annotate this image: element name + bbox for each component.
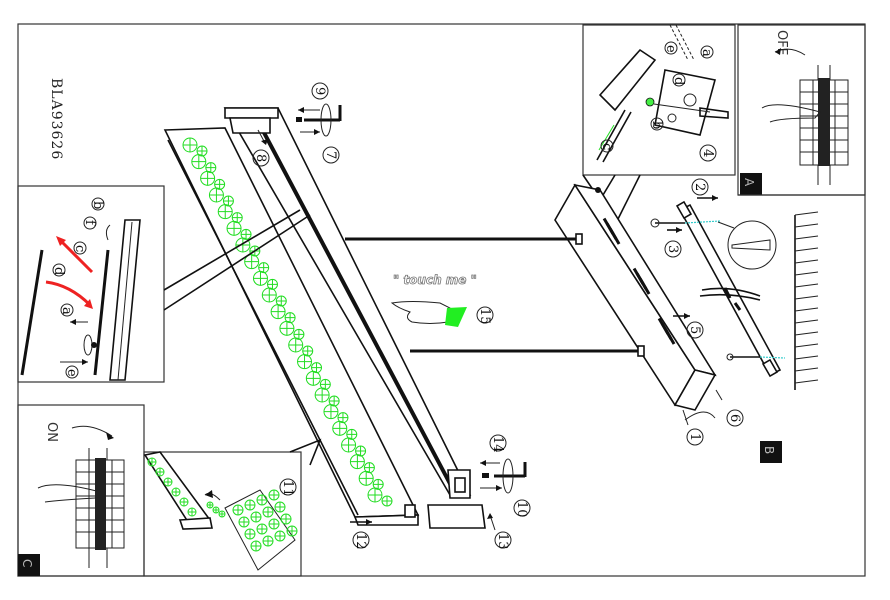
panel-a-switch-off: OFF A <box>737 24 866 196</box>
touch-instruction: " touch me " 15 <box>390 273 494 327</box>
detail-letter-c: c <box>599 139 614 153</box>
detail-letter-a: a <box>699 45 714 59</box>
panel-b-badge <box>760 441 782 463</box>
step-4: 4 <box>699 144 717 162</box>
svg-text:B: B <box>762 446 776 454</box>
allen-key-bottom <box>480 458 527 494</box>
svg-text:13: 13 <box>495 533 510 550</box>
svg-text:A: A <box>742 178 756 187</box>
step-13: 13 <box>494 531 512 550</box>
detail-letter-b: b <box>90 197 105 211</box>
svg-text:c: c <box>599 143 614 150</box>
svg-text:6: 6 <box>727 414 742 422</box>
wiring-detail-panel: e a d b c 4 <box>582 24 736 226</box>
on-label: ON <box>44 422 59 442</box>
svg-text:15: 15 <box>477 308 492 325</box>
step-3: 3 <box>664 240 682 258</box>
svg-text:f: f <box>82 220 97 226</box>
svg-text:12: 12 <box>353 533 368 550</box>
svg-text:10: 10 <box>514 501 529 518</box>
svg-text:a: a <box>699 49 714 57</box>
detail-letter-d: d <box>671 73 686 87</box>
svg-text:1: 1 <box>687 433 702 441</box>
svg-text:b: b <box>649 121 664 129</box>
detail-letter-a: a <box>59 303 74 317</box>
svg-text:d: d <box>671 77 686 85</box>
svg-text:9: 9 <box>312 87 327 95</box>
svg-text:4: 4 <box>700 149 715 157</box>
step-15: 15 <box>476 306 494 325</box>
crystal-sheet-panel: 11 <box>143 438 322 577</box>
panel-c-switch-on: ON C <box>17 404 145 577</box>
detail-letter-e: e <box>663 41 678 55</box>
svg-text:11: 11 <box>280 480 295 497</box>
svg-text:3: 3 <box>665 245 680 253</box>
model-code: BLA93626 <box>48 78 64 160</box>
step-14: 14 <box>489 434 507 453</box>
detail-letter-f: f <box>82 216 97 230</box>
step-5: 5 <box>686 321 704 339</box>
svg-text:c: c <box>72 245 87 252</box>
svg-text:b: b <box>90 201 105 209</box>
svg-text:5: 5 <box>687 326 702 334</box>
svg-text:7: 7 <box>323 151 338 159</box>
detail-letter-c: c <box>72 241 87 255</box>
detail-letter-d: d <box>51 263 66 277</box>
step-2: 2 <box>691 178 709 196</box>
step-11: 11 <box>279 478 297 497</box>
detail-letter-b: b <box>649 117 664 131</box>
crystal-strip <box>163 127 420 526</box>
step-6: 6 <box>726 409 744 427</box>
wall-mount-assembly: 2 3 5 6 1 B <box>345 178 819 463</box>
touch-label: " touch me " <box>393 273 477 287</box>
step-9: 9 <box>311 82 329 100</box>
svg-text:a: a <box>59 307 74 315</box>
step-12: 12 <box>352 531 370 550</box>
step-10: 10 <box>513 499 531 518</box>
svg-text:8: 8 <box>253 154 268 162</box>
detail-letter-e: e <box>64 365 79 379</box>
svg-text:e: e <box>663 45 678 53</box>
step-1: 1 <box>686 428 704 446</box>
svg-text:e: e <box>64 369 79 377</box>
svg-text:C: C <box>20 559 34 567</box>
panel-c-badge <box>18 554 40 576</box>
step-7: 7 <box>322 146 340 164</box>
step-8: 8 <box>252 149 270 167</box>
svg-text:d: d <box>51 267 66 275</box>
svg-text:2: 2 <box>692 183 707 191</box>
panel-a-badge <box>740 173 762 195</box>
svg-text:14: 14 <box>490 436 505 453</box>
rail-profile <box>223 107 486 529</box>
clip-detail-panel: b f c d a e <box>17 185 311 383</box>
allen-key-top <box>296 103 342 137</box>
